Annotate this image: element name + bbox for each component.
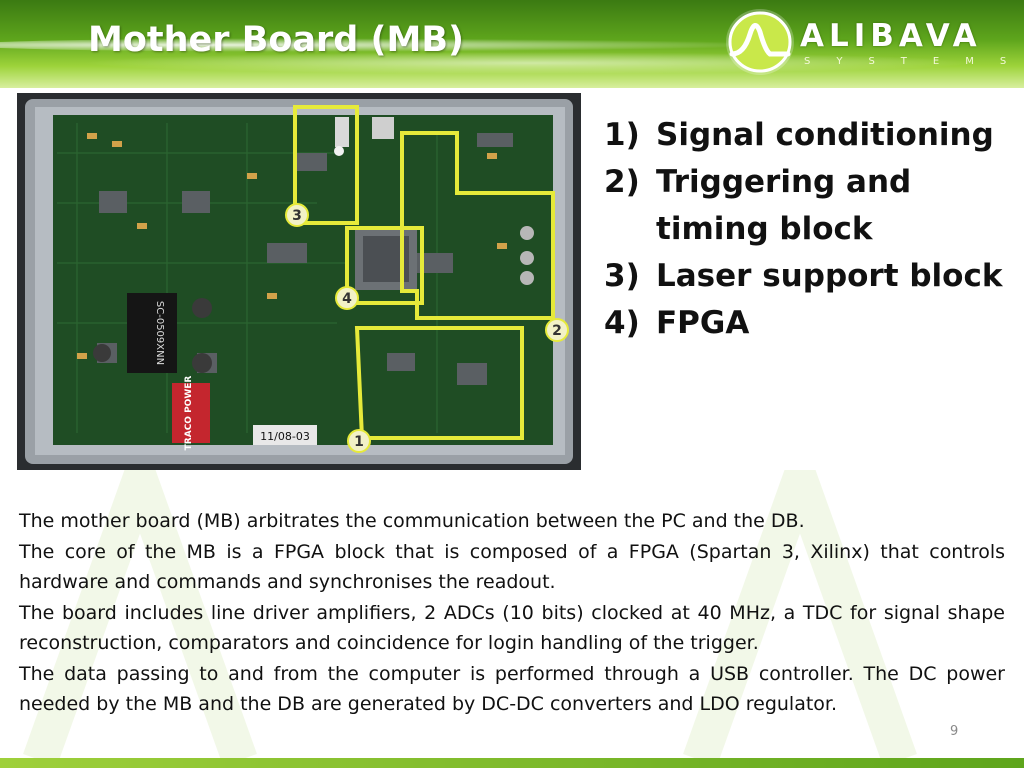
list-item-number: 3)	[604, 258, 640, 294]
marker-1: 1	[354, 434, 364, 450]
marker-3: 3	[292, 208, 302, 224]
list-item-text: Triggering and timing block	[656, 164, 912, 247]
mother-board-photo: SC-0509XNN TRACO POWER 11/08-03 1	[17, 93, 581, 470]
alibava-logo: ALIBAVA SYSTEMS	[722, 4, 1022, 82]
list-item-text: FPGA	[656, 305, 750, 341]
paragraph: The mother board (MB) arbitrates the com…	[19, 510, 805, 532]
alibava-logo-icon	[726, 9, 794, 75]
list-item: 1) Signal conditioning	[604, 112, 1004, 159]
list-item-number: 4)	[604, 305, 640, 341]
region-markers: 1 2 3 4	[285, 203, 569, 453]
converter-label: SC-0509XNN	[154, 301, 165, 365]
description-text: The mother board (MB) arbitrates the com…	[19, 506, 1005, 720]
header-highlight	[0, 38, 780, 52]
list-item-text: Signal conditioning	[656, 117, 994, 153]
list-item: 4) FPGA	[604, 300, 1004, 347]
marker-2: 2	[552, 323, 562, 339]
marker-4: 4	[342, 291, 352, 307]
page-number: 9	[950, 724, 959, 739]
logo-subtitle: SYSTEMS	[804, 56, 1024, 67]
logo-wordmark: ALIBAVA	[800, 18, 982, 54]
list-item-number: 1)	[604, 117, 640, 153]
paragraph: The core of the MB is a FPGA block that …	[19, 540, 1005, 594]
list-item-number: 2)	[604, 164, 640, 200]
paragraph: The board includes line driver amplifier…	[19, 601, 1005, 655]
slide-title: Mother Board (MB)	[88, 20, 465, 60]
list-item: 3) Laser support block	[604, 253, 1004, 300]
footer-bar	[0, 758, 1024, 768]
list-item: 2) Triggering and timing block	[604, 159, 1004, 253]
block-list: 1) Signal conditioning 2) Triggering and…	[604, 112, 1004, 347]
paragraph: The data passing to and from the compute…	[19, 662, 1005, 716]
date-sticker: 11/08-03	[260, 430, 310, 443]
pcb-illustration: SC-0509XNN TRACO POWER 11/08-03 1	[17, 93, 581, 470]
regulator-label: TRACO POWER	[184, 376, 194, 451]
list-item-text: Laser support block	[656, 258, 1003, 294]
